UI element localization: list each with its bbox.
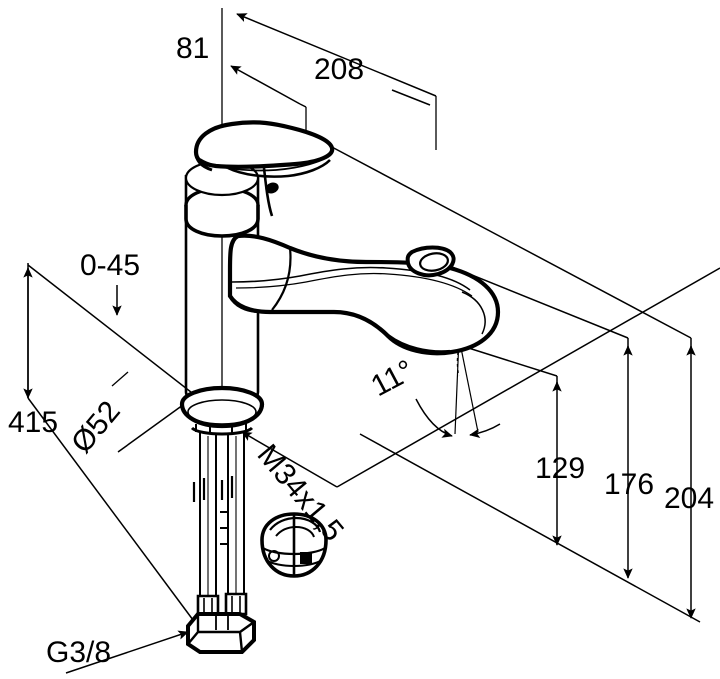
dim-label-129: 129: [535, 452, 585, 485]
fixing-nut-hole: [268, 550, 280, 562]
reference-plane-diagonal: [359, 433, 701, 623]
base-flange-inner-ring: [187, 399, 257, 425]
base-flange-skirt: [179, 403, 265, 429]
dim-line-81-right: [299, 103, 307, 108]
leader-m34: [241, 431, 338, 488]
spout-body-top-crease2: [235, 272, 473, 297]
fixing-nut-top-arc1: [269, 516, 322, 533]
dim-line-81-left: [230, 65, 301, 105]
ferrule-right: [224, 592, 248, 616]
spray-button-inner: [419, 252, 449, 272]
hose-fitting-hex-edges: [187, 614, 255, 653]
ferrule-flutes: [203, 596, 241, 614]
dim-label-g38: G3/8: [46, 636, 111, 669]
faucet-assembly: [179, 120, 501, 654]
leader-204-diagonal: [329, 145, 692, 339]
hose-clip-marks: [192, 476, 234, 502]
dim-label-208: 208: [314, 53, 364, 86]
dimension-line-group: [23, 8, 720, 674]
spray-head-inner-contour: [461, 291, 486, 335]
leader-m34-extension: [336, 267, 720, 488]
leader-129-diagonal: [458, 344, 558, 377]
dim-label-204: 204: [664, 482, 714, 515]
hose-centerlines: [207, 436, 237, 596]
hose-detail-ticks: [220, 511, 228, 545]
water-jet-hint: [456, 351, 460, 377]
cartridge-housing-collar: [184, 205, 260, 238]
hose-right-sides: [227, 432, 245, 602]
deck-plane-line-upper: [27, 264, 197, 397]
hose-left-sides: [199, 432, 217, 602]
lever-handle-underside: [227, 159, 331, 178]
dim-label-176: 176: [604, 468, 654, 501]
spout-pullout-seam: [271, 247, 292, 311]
flange-knurl-marks: [195, 423, 247, 434]
dim-label-0-45: 0-45: [80, 249, 140, 282]
angle-arc-left: [415, 398, 453, 438]
dim-label-415: 415: [8, 406, 58, 439]
spray-axis-inclined: [458, 337, 479, 433]
dim-line-208-right-lead: [391, 89, 431, 106]
lever-stem-left: [262, 167, 274, 217]
angle-arc-right: [469, 423, 501, 438]
leader-g38: [65, 630, 189, 674]
hose-fitting-ribs: [215, 614, 229, 630]
deck-plane-line-lower: [27, 397, 197, 625]
spout-rear-underside: [228, 295, 263, 314]
lever-handle-left-wrap: [194, 151, 213, 172]
spray-head-bottom-heavy: [386, 334, 451, 355]
deck-surface-tick: [111, 371, 129, 387]
flange-bottom-edge: [190, 426, 254, 436]
fixing-nut-window: [300, 552, 312, 564]
dim-label-81: 81: [176, 32, 209, 65]
dim-line-208-left: [236, 13, 437, 97]
lever-handle-edge-highlight: [199, 154, 331, 172]
fixing-nut-top-arc2: [275, 525, 315, 538]
